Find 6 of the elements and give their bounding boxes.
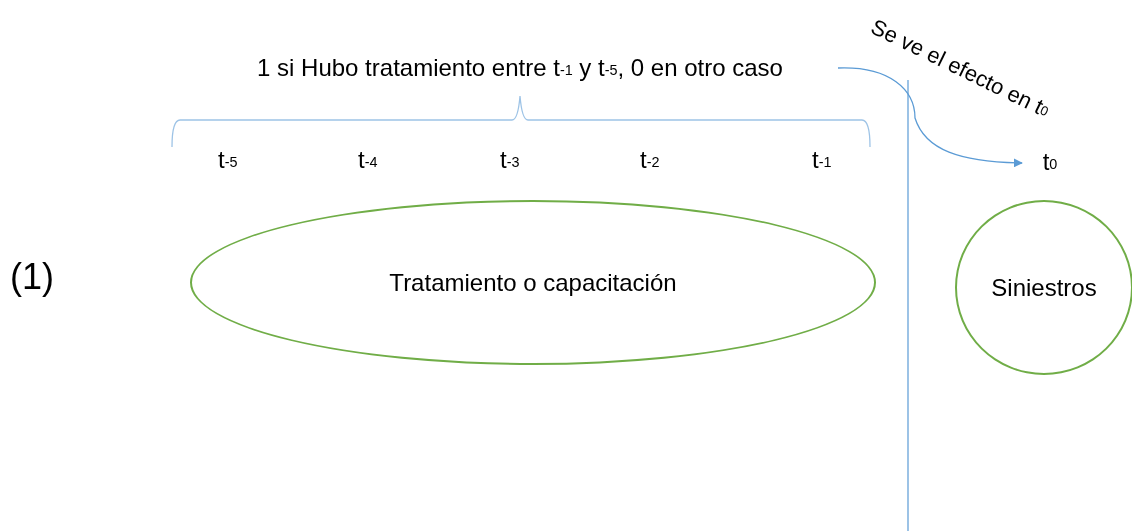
node-text: Siniestros (991, 273, 1097, 302)
equation-number: (1) (10, 256, 54, 298)
treatment-ellipse (190, 200, 876, 365)
arrow (837, 67, 1023, 168)
node-text: Tratamiento o capacitación (389, 268, 677, 297)
claims-circle (955, 200, 1132, 375)
